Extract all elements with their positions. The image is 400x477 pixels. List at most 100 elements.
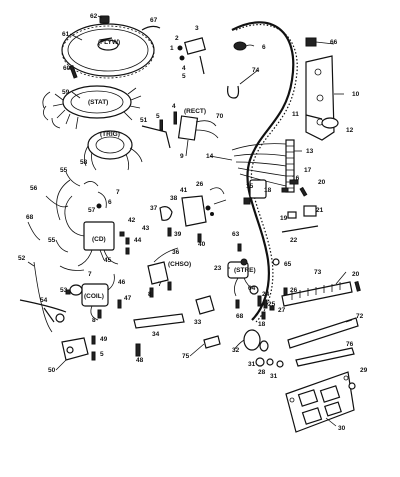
callout-23: 23	[214, 265, 222, 272]
ignition-coil	[69, 273, 115, 321]
flywheel-nut	[99, 15, 110, 24]
screw-68-b	[235, 299, 240, 309]
callout-67: 67	[150, 17, 158, 24]
bar-72	[287, 317, 359, 349]
callout-31-b: 31	[270, 373, 278, 380]
nut-24	[249, 285, 259, 295]
screw-40	[197, 233, 202, 243]
callout-22: 22	[290, 237, 298, 244]
callout-70: 70	[216, 113, 224, 120]
terminal-strip	[281, 281, 353, 307]
trigger	[84, 130, 143, 171]
callout-44: 44	[134, 237, 142, 244]
callout-36: 36	[172, 249, 180, 256]
screw-48	[135, 343, 141, 357]
stator-screw	[69, 65, 78, 79]
callout-51: 51	[140, 117, 148, 124]
callout-34: 34	[152, 331, 160, 338]
callout-28: 28	[258, 369, 266, 376]
clip-65	[272, 258, 280, 266]
screw-49	[91, 335, 96, 345]
callout-19: 19	[280, 215, 288, 222]
bottom-panel	[285, 371, 355, 433]
callout-76: 76	[346, 341, 354, 348]
screw-39	[167, 227, 172, 237]
tag-trig: (TRIG)	[100, 131, 120, 138]
tag-rect: (RECT)	[184, 108, 206, 115]
screw-27	[269, 305, 275, 311]
screw-17	[289, 179, 299, 185]
fuse-holder-21	[303, 205, 317, 217]
flywheel-key	[141, 25, 161, 31]
screw-20-b	[354, 281, 361, 292]
screw-5-left	[159, 119, 163, 131]
callout-18-a: 18	[264, 187, 272, 194]
callout-12: 12	[346, 127, 354, 134]
callout-16: 16	[292, 175, 300, 182]
callout-54: 54	[40, 297, 48, 304]
screw-5-b	[91, 351, 96, 361]
callout-17: 17	[304, 167, 312, 174]
flywheel	[61, 23, 155, 79]
callout-7-c: 7	[158, 281, 162, 288]
screw-8-coil	[97, 309, 102, 319]
callout-52: 52	[18, 255, 26, 262]
callout-56: 56	[30, 185, 38, 192]
fuse-19	[287, 211, 297, 219]
callout-15: 15	[246, 183, 254, 190]
callout-3: 3	[195, 25, 199, 32]
tag-stat: (STAT)	[88, 99, 108, 106]
callout-75: 75	[182, 353, 190, 360]
callout-62: 62	[90, 13, 98, 20]
strap-34	[133, 313, 185, 329]
choke-solenoid	[147, 247, 179, 285]
callout-65: 65	[284, 261, 292, 268]
screw-18-b	[261, 311, 266, 320]
screw-63	[237, 243, 242, 252]
callout-53: 53	[60, 287, 68, 294]
callout-39: 39	[174, 231, 182, 238]
screw-18-right	[281, 187, 289, 193]
callout-59: 59	[62, 89, 70, 96]
tag-coil: (COIL)	[84, 293, 104, 300]
callout-6-b: 6	[108, 199, 112, 206]
callout-66: 66	[330, 39, 338, 46]
bracket-41	[181, 195, 214, 227]
callout-63: 63	[232, 231, 240, 238]
stator	[42, 85, 142, 130]
screw-44	[125, 247, 130, 255]
screw-25	[263, 299, 268, 309]
wire-clip-74	[227, 85, 240, 99]
wire-52	[33, 261, 53, 333]
main-harness-tube	[231, 21, 295, 321]
callout-43: 43	[142, 225, 150, 232]
tag-flyw: (FLYW)	[98, 39, 120, 46]
callout-4-top: 4	[182, 65, 186, 72]
rectifier-bracket-top	[177, 37, 206, 75]
screw-47	[117, 299, 122, 309]
callout-37: 37	[150, 205, 158, 212]
callout-5-b: 5	[100, 351, 104, 358]
callout-25: 25	[268, 301, 276, 308]
callout-61: 61	[62, 31, 70, 38]
relay	[243, 179, 267, 205]
callout-5-mid: 5	[156, 113, 160, 120]
callout-33: 33	[194, 319, 202, 326]
callout-68-left: 68	[26, 214, 34, 221]
shift-switch	[61, 337, 89, 361]
plug-75	[203, 335, 221, 349]
callout-47: 47	[124, 295, 132, 302]
callout-57: 57	[88, 207, 96, 214]
nut-28	[266, 358, 274, 366]
callout-2: 2	[175, 35, 179, 42]
callout-14: 14	[206, 153, 214, 160]
callout-18-b: 18	[258, 321, 266, 328]
callout-74: 74	[252, 67, 260, 74]
screw-43	[125, 237, 130, 245]
callout-42: 42	[128, 217, 136, 224]
callout-20-a: 20	[318, 179, 326, 186]
screw-8-a	[149, 287, 154, 298]
screw-20	[299, 186, 308, 197]
callout-46: 46	[118, 279, 126, 286]
